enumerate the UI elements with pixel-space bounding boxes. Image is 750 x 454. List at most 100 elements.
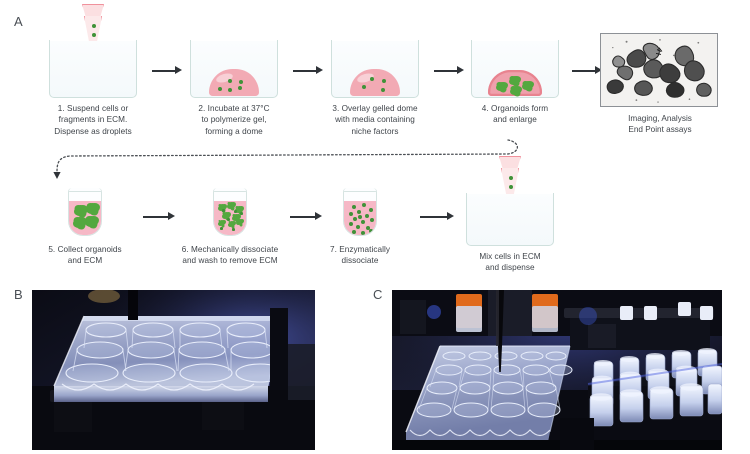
- cell-dot: [508, 185, 513, 190]
- step-caption: 5. Collect organoids and ECM: [48, 245, 122, 266]
- step-caption: 6. Mechanically dissociate and wash to r…: [181, 245, 279, 266]
- cell-dot: [353, 217, 358, 222]
- cell-dot: [238, 86, 243, 91]
- cell-dot: [361, 220, 366, 225]
- ecm-dome: [209, 69, 259, 96]
- cell-dot: [382, 79, 387, 84]
- workflow-step-5: 5. Collect organoids and ECM: [25, 188, 145, 267]
- cell-dot: [369, 229, 374, 234]
- collection-tube: [68, 188, 102, 236]
- cell-dot: [362, 85, 367, 90]
- organoid: [236, 206, 243, 213]
- panel-label-b: B: [14, 287, 23, 302]
- cell-dot: [381, 88, 386, 93]
- endpoint-caption: Imaging, Analysis End Point assays: [628, 114, 692, 135]
- organoid: [74, 217, 86, 228]
- cell-dot: [365, 214, 370, 219]
- cell-dot: [352, 205, 357, 210]
- cell-dot: [352, 230, 357, 235]
- step-caption: 4. Organoids form and enlarge: [481, 104, 549, 125]
- cell-dot: [357, 210, 362, 215]
- pipette-top: [82, 4, 104, 17]
- step-caption: 7. Enzymatically dissociate: [330, 245, 390, 266]
- cell-dot: [232, 228, 235, 231]
- cell-dot: [361, 231, 366, 235]
- culture-dish: [330, 39, 420, 98]
- step-caption: 2. Incubate at 37°C to polymerize gel, f…: [198, 104, 270, 136]
- cell-dot: [227, 218, 230, 221]
- panel-c-photo: [392, 290, 722, 450]
- cell-dot: [349, 212, 354, 217]
- organoid: [219, 204, 226, 211]
- cell-dot: [222, 209, 225, 212]
- ecm-dome: [488, 70, 542, 96]
- cell-dot: [362, 203, 367, 208]
- organoid: [497, 82, 507, 91]
- arrow-step6-to-step7: [290, 212, 322, 222]
- step-caption: Mix cells in ECM and dispense: [479, 252, 541, 273]
- culture-dish: [470, 39, 560, 98]
- organoid-micrograph: [600, 33, 718, 107]
- panel-label-c: C: [373, 287, 383, 302]
- panel-label-a: A: [14, 14, 23, 29]
- organoid: [87, 203, 99, 214]
- endpoint-imaging-block: Imaging, Analysis End Point assays: [600, 33, 720, 136]
- step-caption: 1. Suspend cells or fragments in ECM. Di…: [54, 104, 132, 136]
- organoid: [523, 81, 533, 90]
- workflow-step-1: 1. Suspend cells or fragments in ECM. Di…: [33, 4, 153, 137]
- cell-dot: [370, 218, 375, 223]
- collection-tube: [343, 188, 377, 236]
- arrow-step4-to-endpoint: [572, 66, 602, 76]
- arrow-step1-to-step2: [152, 66, 182, 76]
- organoid: [510, 76, 520, 85]
- workflow-step-6: 6. Mechanically dissociate and wash to r…: [170, 188, 290, 267]
- cell-dot: [218, 87, 223, 92]
- culture-dish: [189, 39, 279, 98]
- cell-dot: [509, 176, 514, 181]
- step-caption: 3. Overlay gelled dome with media contai…: [332, 104, 418, 136]
- organoid: [86, 216, 98, 227]
- arrow-step7-to-step8: [420, 212, 454, 222]
- cell-dot: [358, 215, 363, 220]
- tube-rim: [69, 188, 101, 192]
- workflow-step-7: 7. Enzymatically dissociate: [300, 188, 420, 267]
- cell-dot: [366, 226, 371, 231]
- cell-dot: [91, 33, 96, 38]
- workflow-step-8: Mix cells in ECM and dispense: [450, 156, 570, 274]
- tube-rim: [344, 188, 376, 192]
- cell-dot: [370, 77, 375, 82]
- arrow-step5-to-step6: [143, 212, 175, 222]
- tube-rim: [214, 188, 246, 192]
- workflow-step-3: 3. Overlay gelled dome with media contai…: [315, 39, 435, 137]
- pipette-top: [499, 156, 521, 169]
- collection-tube: [213, 188, 247, 236]
- ecm-dome: [350, 69, 400, 96]
- cell-dot: [92, 24, 97, 29]
- organoid: [229, 221, 235, 227]
- organoid: [237, 219, 243, 225]
- workflow-step-2: 2. Incubate at 37°C to polymerize gel, f…: [174, 39, 294, 137]
- organoid: [75, 205, 87, 216]
- panel-a-workflow: A 1. Suspend cells or fragments in ECM. …: [14, 4, 720, 274]
- arrow-step3-to-step4: [434, 66, 464, 76]
- cell-dot: [349, 222, 354, 227]
- workflow-step-4: 4. Organoids form and enlarge: [455, 39, 575, 126]
- organoid: [511, 86, 521, 95]
- culture-dish: [48, 39, 138, 98]
- cell-dot: [228, 88, 233, 93]
- cell-dot: [234, 210, 237, 213]
- cell-dot: [228, 79, 233, 84]
- organoid: [219, 220, 225, 226]
- organoid: [233, 214, 240, 221]
- cell-dot: [356, 225, 361, 230]
- panel-b-photo: [32, 290, 315, 450]
- cell-dot: [239, 80, 244, 85]
- arrow-step2-to-step3: [293, 66, 323, 76]
- cell-dot: [240, 212, 243, 215]
- cell-dot: [220, 227, 223, 230]
- culture-dish: [465, 192, 555, 246]
- organoid: [223, 212, 230, 219]
- recycle-arrow: [53, 139, 519, 179]
- cell-dot: [369, 208, 374, 213]
- organoid: [228, 202, 235, 209]
